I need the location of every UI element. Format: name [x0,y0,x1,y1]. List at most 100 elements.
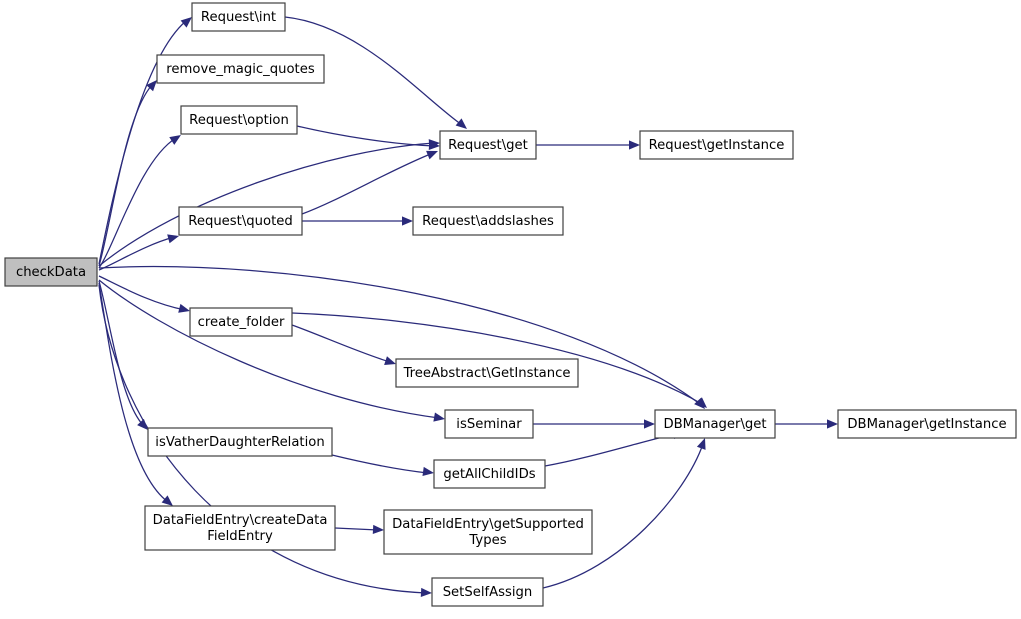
node-box[interactable] [444,409,534,439]
node-box[interactable] [178,206,303,236]
node-box[interactable] [383,509,593,555]
node-label: remove_magic_quotes [166,62,315,77]
node-label: DBManager\getInstance [847,417,1006,432]
arrowhead-icon [422,466,434,477]
edge-line [291,312,703,405]
node-isVatherDaughterRelation[interactable]: isVatherDaughterRelation [147,427,333,457]
node-label: Request\quoted [188,214,292,229]
node-requestQuoted[interactable]: Request\quoted [178,206,303,236]
node-requestInt[interactable]: Request\int [191,2,286,32]
edge-dataFieldEntryCreate-to-dataFieldEntryGetSupportedTypes [334,524,384,535]
node-box[interactable] [180,105,298,135]
edge-line [331,454,429,474]
arrowhead-icon [827,419,838,429]
node-dbManagerGetInstance[interactable]: DBManager\getInstance [837,409,1017,439]
edge-isVatherDaughterRelation-to-getAllChildIDs [331,454,434,477]
arrowhead-icon [696,438,706,450]
arrowhead-icon [167,234,179,244]
node-box[interactable] [189,307,293,337]
node-createFolder[interactable]: create_folder [189,307,293,337]
edge-requestQuoted-to-requestGet [301,150,438,215]
node-box[interactable] [156,54,325,84]
node-dbManagerGet[interactable]: DBManager\get [654,409,776,439]
edge-line [98,280,144,426]
node-label: isSeminar [456,417,522,432]
node-treeAbstractGetInstance[interactable]: TreeAbstract\GetInstance [395,358,579,388]
edge-line [98,265,701,405]
node-box[interactable] [837,409,1017,439]
edge-line [301,152,434,215]
node-label: DataFieldEntry\createData [153,513,328,528]
node-box[interactable] [4,257,98,287]
node-label: DataFieldEntry\getSupported [392,517,584,532]
node-requestGetInstance[interactable]: Request\getInstance [639,130,794,160]
edge-line [98,142,435,267]
arrowhead-icon [420,587,432,598]
edge-line [98,236,175,271]
arrowhead-icon [146,80,157,92]
arrowhead-icon [384,356,396,365]
edge-isSeminar-to-dbManagerGet [533,419,655,429]
arrowhead-icon [455,118,467,129]
edge-checkData-to-createFolder [98,275,190,313]
node-box[interactable] [639,130,794,160]
edge-requestQuoted-to-requestAddslashes [302,216,413,226]
node-getAllChildIDs[interactable]: getAllChildIDs [433,459,546,489]
node-label: TreeAbstract\GetInstance [403,366,571,381]
node-setSelfAssign[interactable]: SetSelfAssign [431,577,544,607]
edge-checkData-to-isSeminar [98,279,445,422]
node-removeMagicQuotes[interactable]: remove_magic_quotes [156,54,325,84]
edge-line [98,282,169,503]
node-box[interactable] [439,130,537,160]
node-box[interactable] [395,358,579,388]
node-label: Request\get [448,138,528,153]
node-label: getAllChildIDs [443,467,535,482]
edge-line [334,527,379,531]
node-requestGet[interactable]: Request\get [439,130,537,160]
node-label: FieldEntry [207,529,273,544]
node-label: SetSelfAssign [443,585,533,600]
nodes-layer: checkData Request\int remove_magic_quotesR… [4,2,1017,607]
node-label: create_folder [198,315,285,330]
node-box[interactable] [191,2,286,32]
edge-line [98,284,427,594]
edge-line [296,125,435,147]
edge-line [98,84,153,267]
edge-checkData-to-requestGet [98,139,440,267]
node-box[interactable] [654,409,776,439]
edge-line [542,443,704,589]
arrowhead-icon [428,140,440,151]
arrowhead-icon [426,150,438,160]
node-requestOption[interactable]: Request\option [180,105,298,135]
node-label: Types [468,533,506,548]
edge-line [98,137,177,269]
node-checkData[interactable]: checkData [4,257,98,287]
node-label: isVatherDaughterRelation [155,435,324,450]
edge-createFolder-to-treeAbstractGetInstance [291,324,396,365]
arrowhead-icon [629,140,640,150]
node-box[interactable] [147,427,333,457]
arrowhead-icon [372,524,384,535]
node-box[interactable] [433,459,546,489]
node-box[interactable] [412,206,564,236]
node-label: DBManager\get [663,417,766,432]
node-box[interactable] [431,577,544,607]
node-label: Request\addslashes [422,214,554,229]
edge-line [98,279,440,419]
edge-requestOption-to-requestGet [296,125,440,151]
edge-checkData-to-setSelfAssign [98,284,432,598]
node-box[interactable] [144,505,336,551]
arrowhead-icon [433,412,445,422]
node-isSeminar[interactable]: isSeminar [444,409,534,439]
arrowhead-icon [644,419,655,429]
node-requestAddslashes[interactable]: Request\addslashes [412,206,564,236]
edge-line [98,275,186,311]
edge-dbManagerGet-to-dbManagerGetInstance [775,419,838,429]
node-label: Request\getInstance [649,138,785,153]
arrowhead-icon [180,17,192,28]
edge-createFolder-to-dbManagerGet [291,312,707,408]
edge-checkData-to-dbManagerGet [98,265,705,409]
